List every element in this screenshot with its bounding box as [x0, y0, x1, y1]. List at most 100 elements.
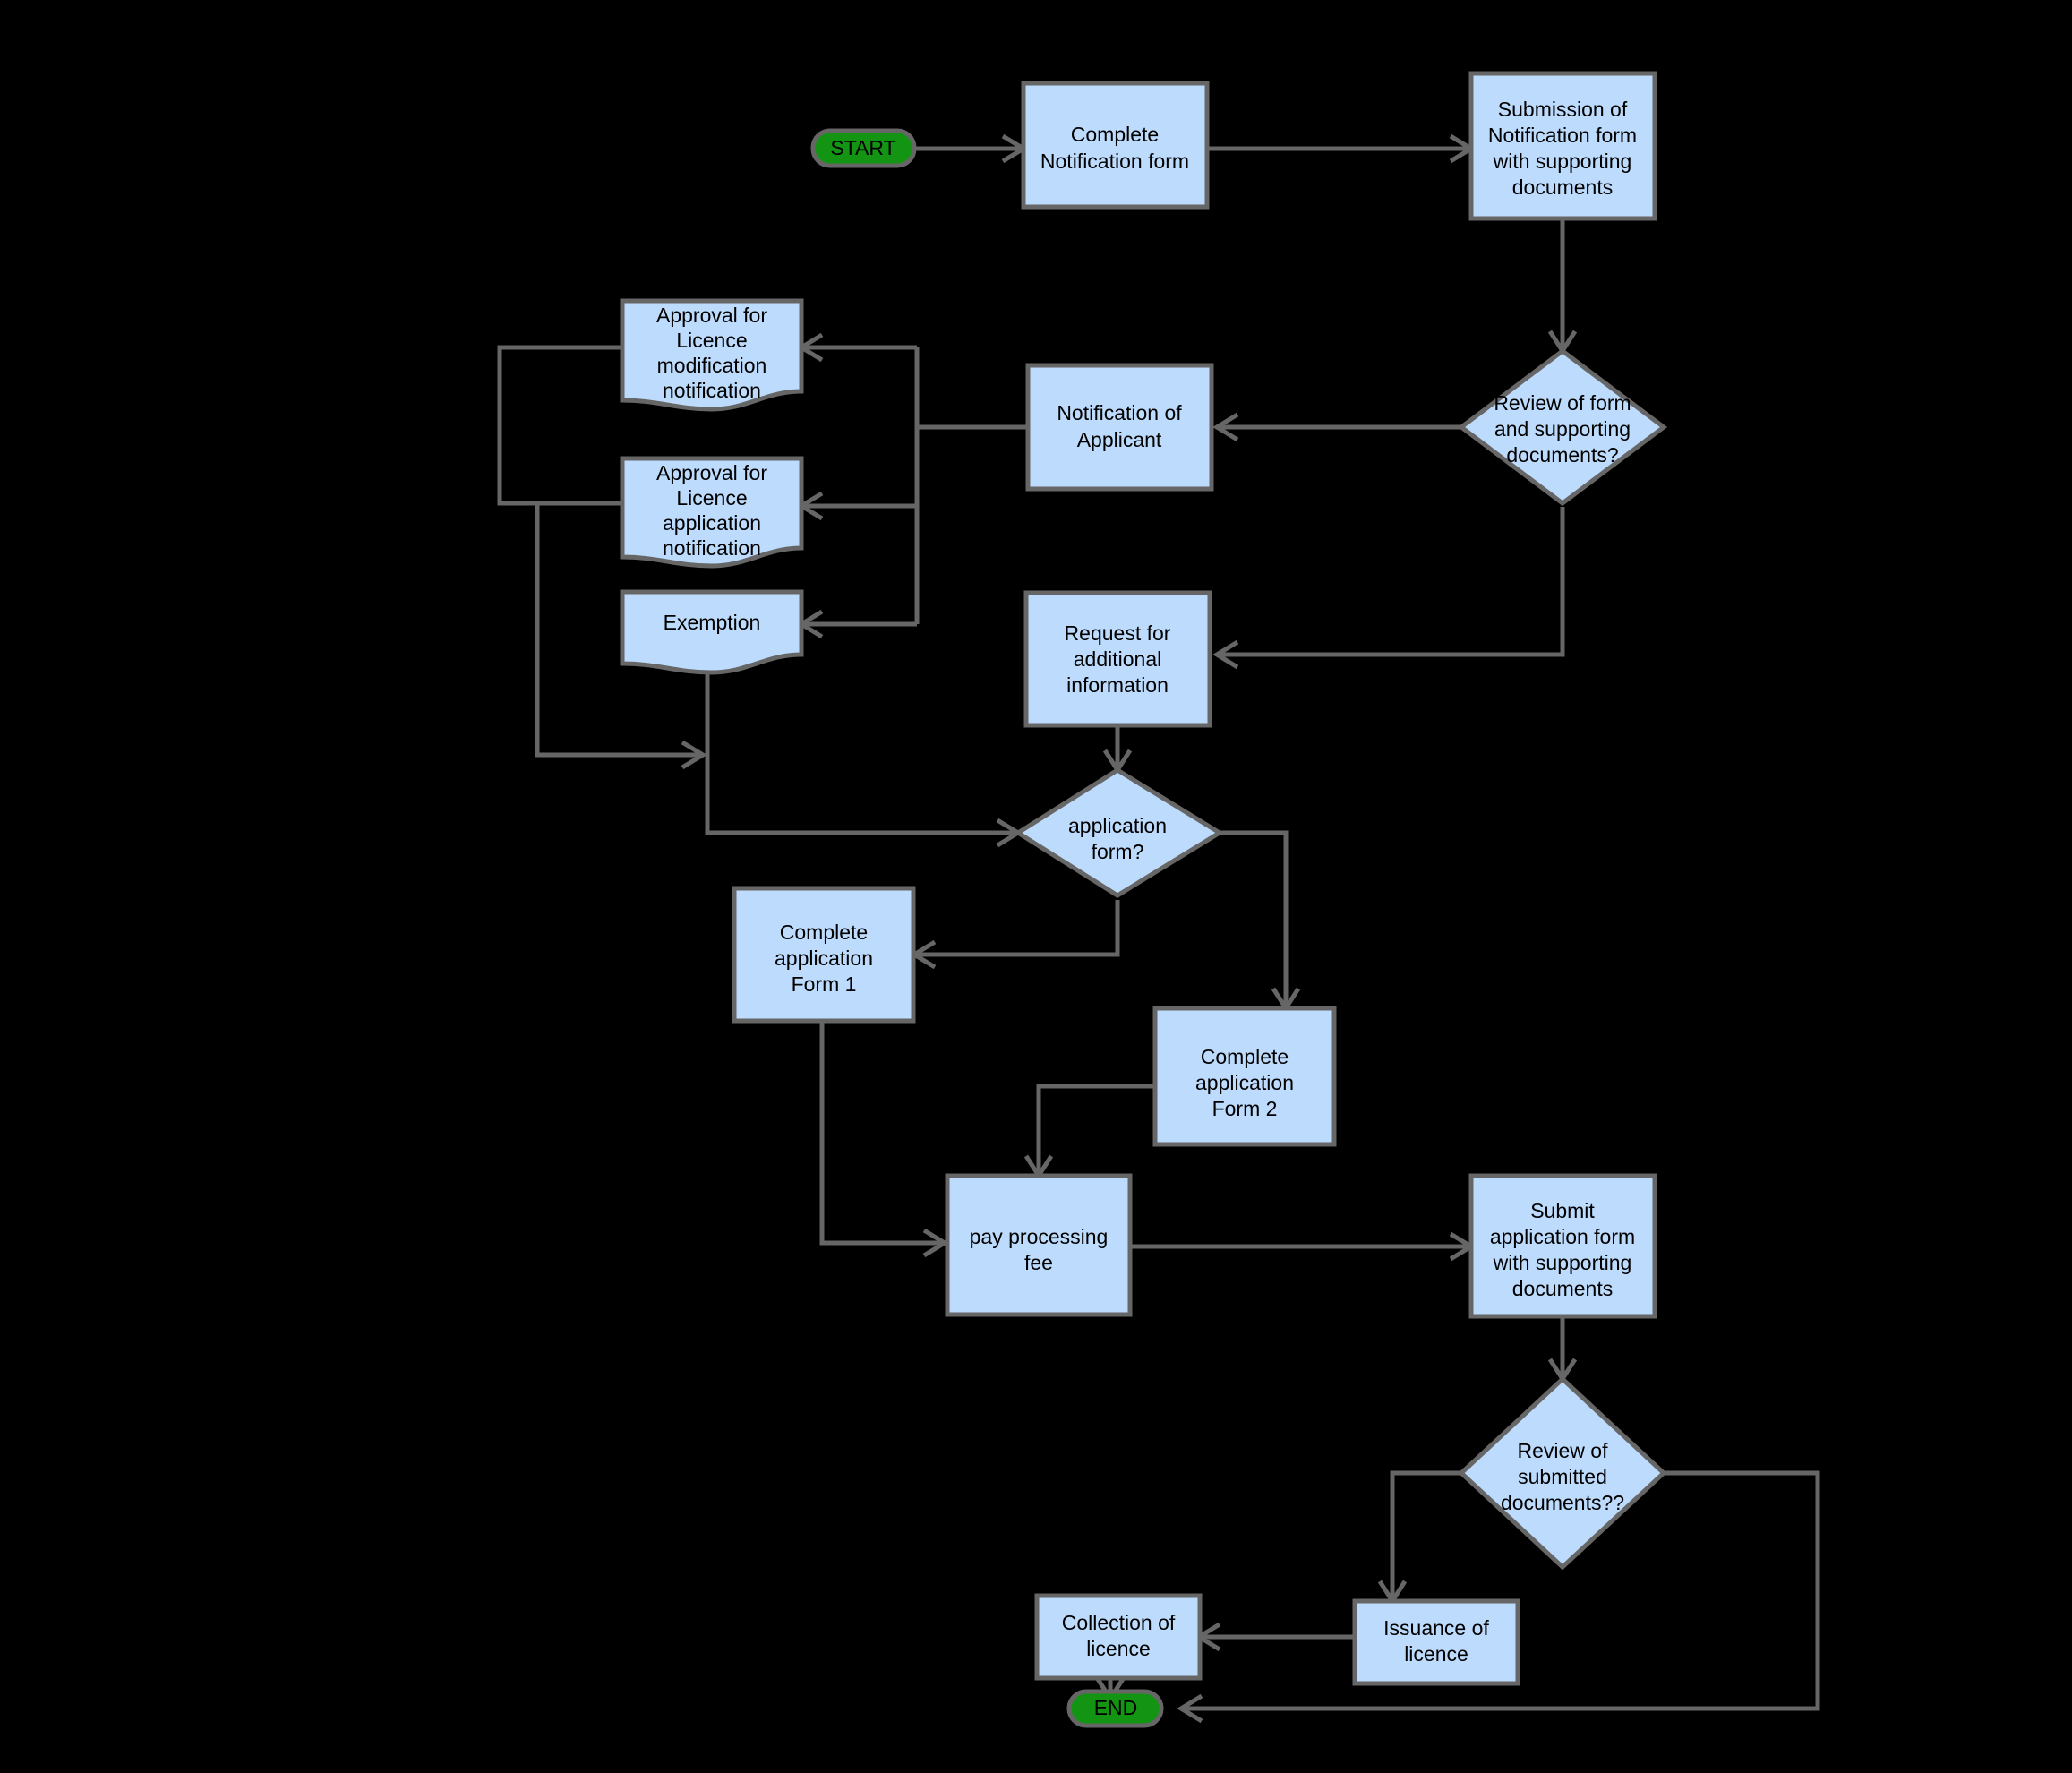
complete-application-form-1-shape — [732, 886, 916, 1024]
complete-application-form-1-line-2: application — [775, 946, 873, 970]
request-additional-info-line-1: Request for — [1065, 621, 1171, 645]
complete-notification-form-shape — [1021, 81, 1210, 210]
node-approval-licence-application[interactable]: Approval for Licence application notific… — [620, 456, 804, 569]
submission-notification-line-4: documents — [1512, 176, 1614, 199]
complete-application-form-2-line-2: application — [1195, 1071, 1294, 1094]
node-approval-licence-modification[interactable]: Approval for Licence modification notifi… — [620, 298, 804, 412]
notification-of-applicant-shape — [1025, 363, 1214, 492]
node-submit-application-form[interactable]: Submit application form with supporting … — [1468, 1173, 1657, 1319]
application-form-decision-line-1: application — [1068, 814, 1167, 837]
node-request-additional-info[interactable]: Request for additional information — [1023, 590, 1212, 728]
approval-licence-modification-line-4: notification — [663, 379, 761, 402]
notification-of-applicant-line-2: Applicant — [1077, 428, 1162, 451]
edge-approval-application-out — [535, 501, 700, 758]
submission-notification-line-2: Notification form — [1488, 124, 1637, 147]
pay-processing-fee-line-1: pay processing — [970, 1225, 1109, 1248]
complete-notification-form-line-1: Complete — [1071, 123, 1159, 146]
edge-approval-modification-out — [497, 345, 627, 506]
application-form-decision-line-2: form? — [1092, 840, 1144, 863]
node-review-submitted-decision[interactable]: Review of submitted documents?? — [1458, 1375, 1667, 1571]
submission-notification-line-3: with supporting — [1493, 150, 1632, 173]
edge-decision-to-form1 — [917, 900, 1120, 957]
submission-notification-shape — [1468, 71, 1657, 221]
arrowhead-notification-applicant — [1212, 412, 1239, 442]
collection-of-licence-line-1: Collection of — [1062, 1611, 1176, 1634]
end-label: END — [1094, 1696, 1138, 1719]
issuance-of-licence-line-1: Issuance of — [1383, 1616, 1489, 1640]
review-submitted-decision-line-2: submitted — [1518, 1465, 1607, 1488]
edge-form2-to-pay-fee — [1036, 1084, 1155, 1171]
application-form-decision-shape — [1014, 767, 1224, 898]
review-form-decision-line-3: documents? — [1506, 443, 1618, 467]
edge-review-form-to-request-additional — [1220, 507, 1565, 657]
start-terminator-shape — [810, 128, 917, 168]
complete-application-form-1-line-3: Form 1 — [792, 972, 857, 996]
approval-licence-application-shape — [620, 456, 804, 569]
edge-decision-to-form2 — [1220, 830, 1289, 1005]
node-notification-of-applicant[interactable]: Notification of Applicant — [1025, 363, 1214, 492]
pay-processing-fee-line-2: fee — [1024, 1251, 1053, 1274]
node-pay-processing-fee[interactable]: pay processing fee — [945, 1173, 1133, 1317]
collection-of-licence-line-2: licence — [1086, 1637, 1151, 1660]
exemption-shape — [620, 589, 804, 675]
edge-notification-applicant-bus — [914, 347, 1028, 430]
request-additional-info-line-3: information — [1066, 673, 1169, 697]
node-complete-application-form-1[interactable]: Complete application Form 1 — [732, 886, 916, 1024]
arrowhead-pay-fee-left — [922, 1228, 949, 1258]
submit-application-form-line-3: with supporting — [1493, 1251, 1632, 1274]
node-exemption[interactable]: Exemption — [620, 589, 804, 675]
exemption-line-1: Exemption — [664, 611, 761, 634]
node-complete-application-form-2[interactable]: Complete application Form 2 — [1152, 1006, 1337, 1147]
edge-review-submitted-to-issuance — [1390, 1470, 1461, 1597]
node-start[interactable]: START — [810, 128, 917, 168]
approval-licence-modification-line-1: Approval for — [656, 304, 767, 327]
submit-application-form-line-1: Submit — [1530, 1199, 1595, 1222]
node-review-form-decision[interactable]: Review of form and supporting documents? — [1457, 347, 1668, 507]
approval-licence-application-line-3: application — [663, 511, 761, 535]
start-label: START — [830, 136, 895, 159]
approval-licence-application-line-4: notification — [663, 536, 761, 560]
arrowhead-left-bus-join — [681, 740, 707, 770]
edge-layer — [497, 133, 1820, 1724]
review-submitted-decision-line-1: Review of — [1518, 1439, 1609, 1462]
review-submitted-decision-shape — [1458, 1375, 1667, 1571]
review-form-decision-shape — [1457, 347, 1668, 507]
node-application-form-decision[interactable]: application form? — [1014, 767, 1224, 898]
collection-of-licence-shape — [1034, 1593, 1203, 1681]
submit-application-form-shape — [1468, 1173, 1657, 1319]
request-additional-info-shape — [1023, 590, 1212, 728]
complete-application-form-2-line-1: Complete — [1201, 1045, 1289, 1068]
complete-application-form-2-line-3: Form 2 — [1212, 1097, 1278, 1120]
edge-exemption-out — [705, 672, 1015, 835]
node-issuance-of-licence[interactable]: Issuance of licence — [1352, 1598, 1520, 1686]
node-collection-of-licence[interactable]: Collection of licence — [1034, 1593, 1203, 1681]
review-form-decision-line-1: Review of form — [1494, 391, 1631, 415]
edge-review-submitted-to-end — [1184, 1470, 1820, 1711]
complete-application-form-2-shape — [1152, 1006, 1337, 1147]
node-submission-notification[interactable]: Submission of Notification form with sup… — [1468, 71, 1657, 221]
approval-licence-application-line-1: Approval for — [656, 461, 767, 484]
edge-form1-to-pay-fee — [819, 1019, 942, 1246]
approval-licence-modification-line-3: modification — [657, 354, 767, 377]
arrowhead-end-right — [1177, 1693, 1203, 1724]
submission-notification-line-1: Submission of — [1498, 98, 1628, 121]
request-additional-info-line-2: additional — [1074, 647, 1161, 671]
arrowhead-request-additional — [1212, 639, 1239, 670]
complete-application-form-1-line-1: Complete — [780, 921, 868, 944]
node-end[interactable]: END — [1066, 1689, 1164, 1728]
submit-application-form-line-2: application form — [1490, 1225, 1635, 1248]
notification-of-applicant-line-1: Notification of — [1057, 401, 1182, 424]
approval-licence-application-line-2: Licence — [676, 486, 747, 510]
approval-licence-modification-shape — [620, 298, 804, 412]
pay-processing-fee-shape — [945, 1173, 1133, 1317]
complete-notification-form-line-2: Notification form — [1040, 150, 1189, 173]
submit-application-form-line-4: documents — [1512, 1277, 1614, 1300]
issuance-of-licence-shape — [1352, 1598, 1520, 1686]
end-terminator-shape — [1066, 1689, 1164, 1728]
approval-licence-modification-line-2: Licence — [676, 329, 747, 352]
review-form-decision-line-2: and supporting — [1494, 417, 1631, 441]
issuance-of-licence-line-2: licence — [1404, 1642, 1468, 1666]
node-complete-notification-form[interactable]: Complete Notification form — [1021, 81, 1210, 210]
